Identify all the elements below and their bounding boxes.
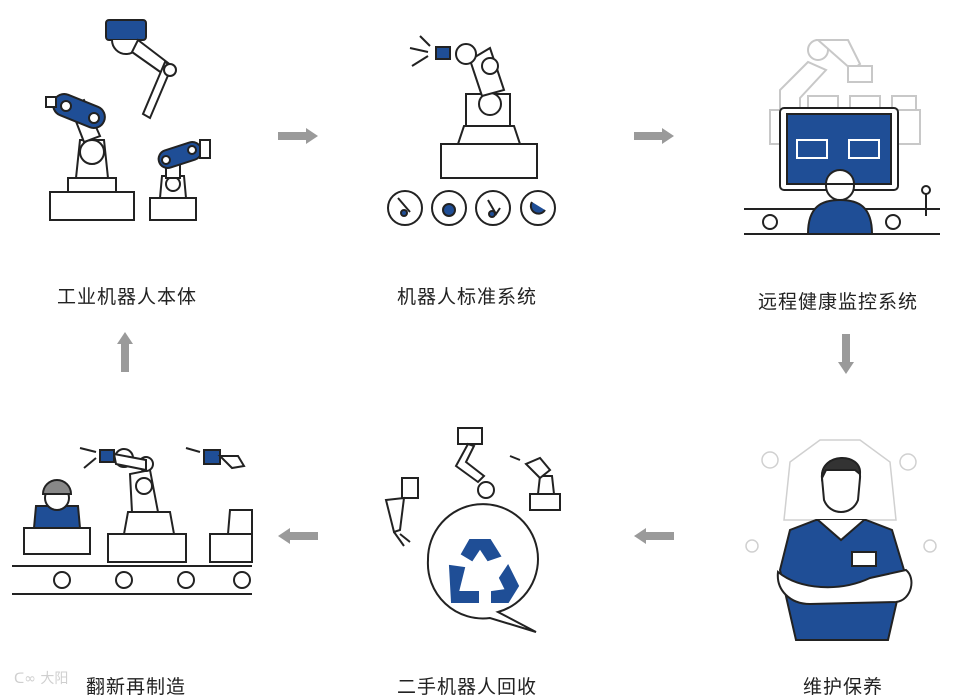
watermark-text: 大阳: [40, 671, 69, 687]
label-second-hand: 二手机器人回收: [397, 676, 538, 698]
arrow-down: [838, 334, 854, 374]
watermark-logo-icon: ᑕ∞: [14, 671, 36, 687]
remote-monitoring-illustration: [744, 39, 940, 235]
standard-system-illustration: [387, 35, 556, 226]
arrow-left-2: [278, 528, 318, 544]
label-standard-system: 机器人标准系统: [397, 286, 538, 308]
arrow-right-1: [278, 128, 318, 144]
arrow-right-2: [634, 128, 674, 144]
second-hand-illustration: [384, 427, 561, 633]
label-robot-body: 工业机器人本体: [57, 286, 198, 308]
arrow-left-1: [634, 528, 674, 544]
arrow-up: [117, 332, 133, 372]
label-maintenance: 维护保养: [803, 676, 884, 698]
watermark: ᑕ∞ 大阳: [14, 668, 68, 688]
label-remote-monitoring: 远程健康监控系统: [758, 291, 919, 313]
refurbish-illustration: [12, 447, 253, 595]
maintenance-illustration: [745, 439, 937, 641]
label-refurbish: 翻新再制造: [86, 676, 187, 698]
robot-body-illustration: [45, 19, 211, 221]
